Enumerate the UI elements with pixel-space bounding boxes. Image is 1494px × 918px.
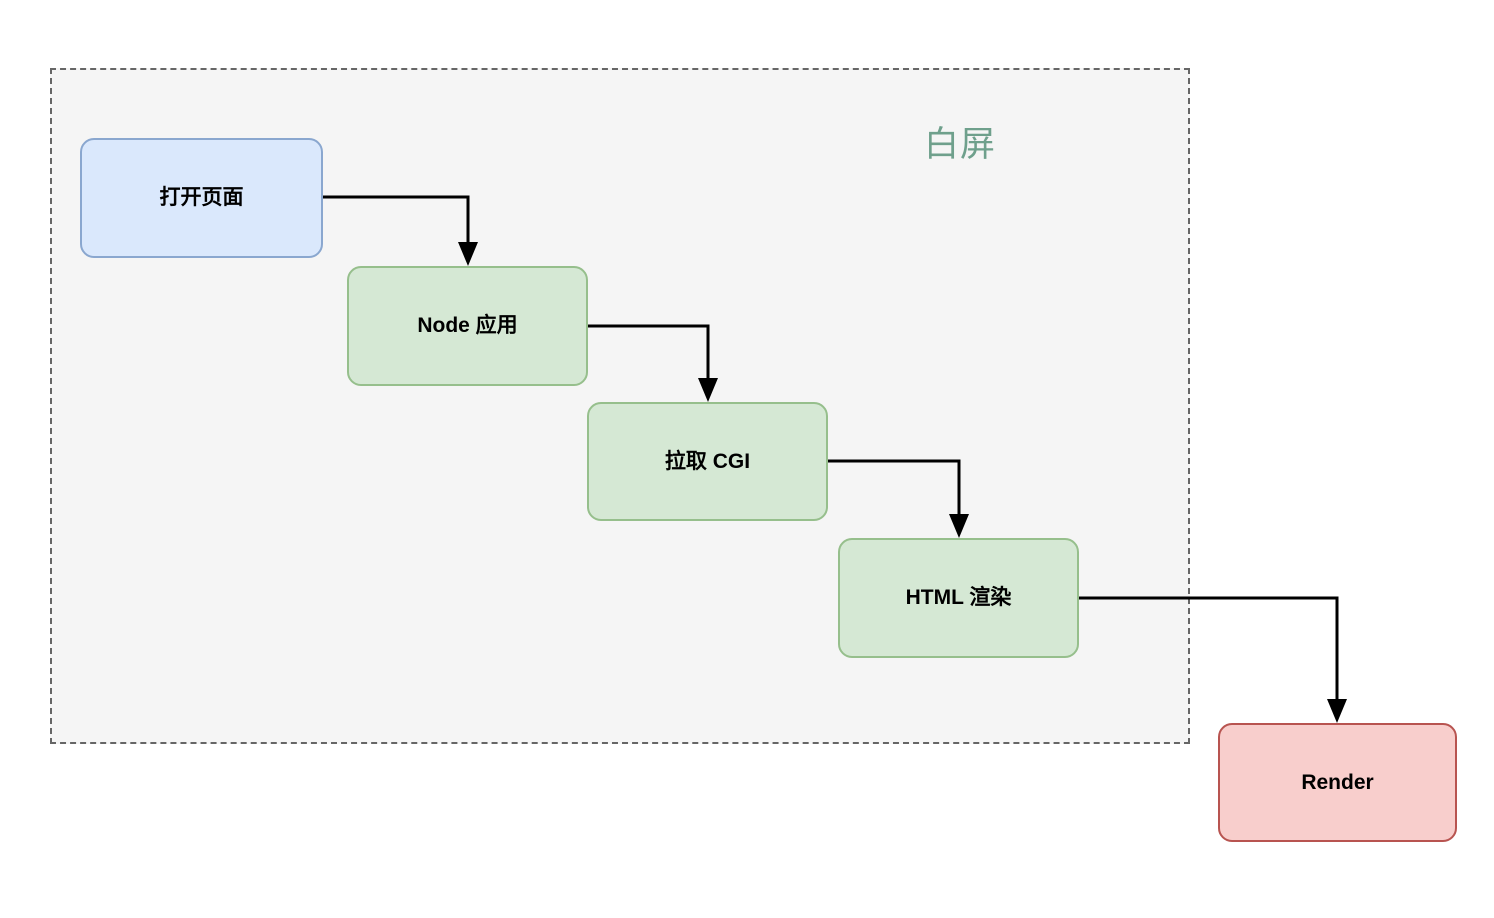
arrowhead-icon bbox=[1327, 699, 1347, 723]
node-node-app[interactable]: Node 应用 bbox=[347, 266, 588, 386]
white-screen-group-label: 白屏 bbox=[923, 125, 996, 164]
node-fetch-cgi[interactable]: 拉取 CGI bbox=[587, 402, 828, 521]
node-render[interactable]: Render bbox=[1218, 723, 1457, 842]
node-html-render[interactable]: HTML 渲染 bbox=[838, 538, 1079, 658]
node-node-app-label: Node 应用 bbox=[417, 314, 518, 338]
node-fetch-cgi-label: 拉取 CGI bbox=[664, 449, 751, 473]
node-open-page-label: 打开页面 bbox=[159, 186, 244, 210]
node-html-render-label: HTML 渲染 bbox=[905, 586, 1012, 610]
node-open-page[interactable]: 打开页面 bbox=[80, 138, 323, 258]
node-render-label: Render bbox=[1301, 770, 1374, 794]
